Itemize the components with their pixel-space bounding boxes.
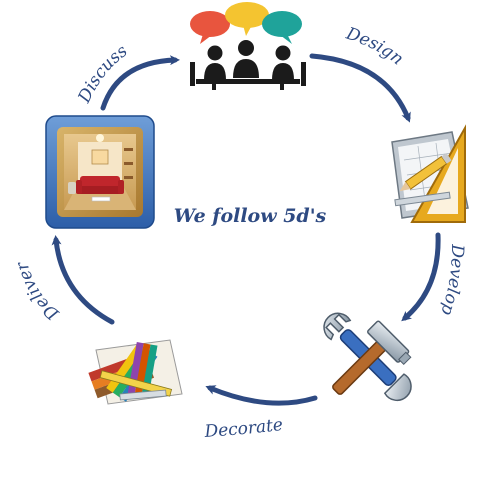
arrow-develop-to-decorate <box>205 385 318 406</box>
hammer-wrench-icon <box>323 312 412 402</box>
stage-label-decorate: Decorate <box>203 415 284 442</box>
arrow-design-to-develop <box>401 232 441 322</box>
color-swatches-icon <box>88 339 183 405</box>
cycle-arrows <box>51 53 441 406</box>
stage-label-develop: Develop <box>436 243 467 318</box>
drafting-tools-icon <box>391 124 469 223</box>
arrow-decorate-to-delivery <box>51 235 115 325</box>
arrow-delivery-to-discuss <box>100 55 180 111</box>
stage-label-discuss: Discuss <box>74 41 132 107</box>
center-title: We follow 5d's <box>173 205 327 227</box>
meeting-people-icon <box>190 2 306 90</box>
furnished-room-icon <box>45 115 155 229</box>
arrow-discuss-to-design <box>309 53 411 123</box>
